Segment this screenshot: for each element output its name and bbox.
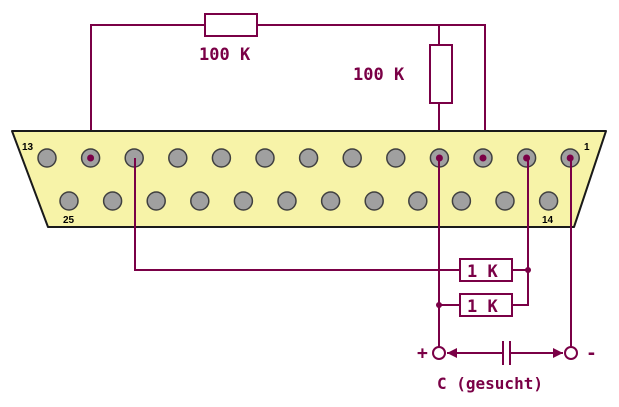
- pin-label-14: 14: [542, 215, 554, 226]
- pin-17: [408, 191, 428, 211]
- capacitor-label: C (gesucht): [437, 374, 543, 393]
- pin-24: [102, 191, 123, 211]
- capacitor-symbol: [447, 341, 563, 365]
- pin-25: [59, 191, 79, 211]
- resistor-100k-vertical-label: 100 K: [353, 65, 405, 85]
- terminal-plus-sign: +: [417, 343, 428, 364]
- pin-5: [386, 148, 406, 168]
- pin-14: [538, 191, 559, 211]
- pin-9: [211, 148, 232, 168]
- arrow-left-icon: [447, 348, 457, 358]
- resistor-100k-horizontal: [204, 13, 258, 37]
- resistor-1k-lower-label: 1 K: [467, 297, 498, 317]
- pin-16: [451, 191, 472, 211]
- pin-7: [298, 148, 319, 168]
- resistor-1k-lower: [459, 293, 513, 317]
- resistor-100k-vertical: [429, 44, 453, 104]
- pin-18: [364, 191, 384, 211]
- pin-6: [342, 148, 362, 168]
- pin-8: [255, 148, 275, 168]
- pin-22: [190, 191, 210, 211]
- arrow-right-icon: [553, 348, 563, 358]
- pin-15: [495, 191, 515, 211]
- resistor-100k-horizontal-label: 100 K: [199, 45, 251, 65]
- pin-23: [146, 191, 166, 211]
- db25-connector-shell: [11, 130, 607, 228]
- junction-dot: [436, 302, 442, 308]
- pin-19: [320, 191, 341, 211]
- resistor-1k-upper-label: 1 K: [467, 262, 498, 282]
- terminal-minus: [564, 346, 578, 360]
- terminal-plus: [432, 346, 446, 360]
- resistor-1k-upper: [459, 258, 513, 282]
- pin-10: [168, 148, 188, 168]
- pin-2-connection-dot: [523, 154, 531, 162]
- terminal-minus-sign: -: [586, 343, 597, 364]
- pin-21: [233, 191, 254, 211]
- pin-12-connection-dot: [87, 154, 95, 162]
- pin-label-13: 13: [22, 142, 34, 153]
- bottom-wiring: [134, 158, 572, 353]
- pin-3-connection-dot: [479, 154, 487, 162]
- pin-13: [37, 148, 57, 168]
- pin-row-bottom: [59, 191, 559, 211]
- pin-label-25: 25: [63, 215, 75, 226]
- pin-20: [277, 191, 297, 211]
- junction-dot: [525, 267, 531, 273]
- pin-label-1: 1: [584, 142, 590, 153]
